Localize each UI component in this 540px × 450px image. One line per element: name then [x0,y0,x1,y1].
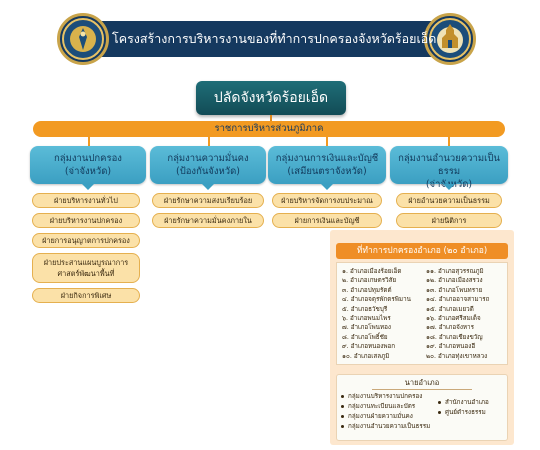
province-seal-logo-right [424,13,476,65]
district-item: ๒. อำเภอเกษตรวิสัย [342,277,397,285]
district-item: ๑๔. อำเภออาจสามารถ [426,296,490,304]
district-item: ๘. อำเภอโพธิ์ชัย [342,333,388,341]
unit-pill: ฝ่ายการเงินและบัญชี [272,213,382,228]
group-connector [88,137,90,146]
unit-pill: ฝ่ายประสานแผนบูรณาการศาสตร์พัฒนาพื้นที่ [32,253,140,283]
group-connector [208,137,210,146]
district-item: ๑๗. อำเภอจังหาร [426,324,474,332]
group-title: กลุ่มงานปกครอง [54,153,122,164]
bullet-icon [438,400,441,404]
district-item: ๓. อำเภอปทุมรัตต์ [342,286,392,294]
group-title: กลุ่มงานความมั่นคง [167,153,249,164]
group-box-administration: กลุ่มงานปกครอง (จ่าจังหวัด) [30,146,146,184]
district-item: ๑๙. อำเภอหนองฮี [426,343,476,351]
dopa-emblem-logo-left [57,13,109,65]
chief-box: ปลัดจังหวัดร้อยเอ็ด [196,81,346,115]
district-chief-box [336,374,508,441]
group-subtitle: (ป้องกันจังหวัด) [175,166,240,177]
group-subtitle: (จ่าจังหวัด) [64,166,112,177]
group-title: กลุ่มงานอำนวยความเป็นธรรม [398,153,500,177]
group-box-finance: กลุ่มงานการเงินและบัญชี (เสมียนตราจังหวั… [268,146,386,184]
district-item: ๒๐. อำเภอทุ่งเขาหลวง [426,352,488,360]
unit-pill: ฝ่ายบริหารจัดการงบประมาณ [272,193,382,208]
group-box-justice: กลุ่มงานอำนวยความเป็นธรรม (จ่าจังหวัด) [390,146,508,190]
group-pointer [321,184,333,190]
district-item: ๗. อำเภอโพนทอง [342,324,391,332]
district-item: ๑๕. อำเภอเมยวดี [426,305,474,313]
unit-pill: ฝ่ายรักษาความสงบเรียบร้อย [152,193,264,208]
unit-pill: ฝ่ายรักษาความมั่นคงภายใน [152,213,264,228]
district-list-right: ๑๑. อำเภอสุวรรณภูมิ ๑๒. อำเภอเมืองสรวง ๑… [426,267,506,361]
chief-unit-item: กลุ่มงานฝ่ายความมั่นคง [341,412,441,422]
district-item: ๑๐. อำเภอเสลภูมิ [342,352,390,360]
district-item: ๑๓. อำเภอโพนทราย [426,286,483,294]
group-title: กลุ่มงานการเงินและบัญชี [275,153,379,164]
district-item: ๑๘. อำเภอเชียงขวัญ [426,333,483,341]
header-banner [70,21,470,57]
chief-unit-item: กลุ่มงานอำนวยความเป็นธรรม [341,422,441,432]
group-subtitle: (เสมียนตราจังหวัด) [287,166,367,177]
district-item: ๙. อำเภอหนองพอก [342,343,396,351]
bullet-icon [341,424,344,428]
page-title: โครงสร้างการบริหารงานของที่ทำการปกครองจั… [112,31,437,46]
district-item: ๑๒. อำเภอเมืองสรวง [426,277,483,285]
bullet-icon [341,394,344,398]
district-panel-title: ที่ทำการปกครองอำเภอ (๒๐ อำเภอ) [336,243,508,259]
chief-unit-item: สำนักงานอำเภอ [438,398,506,408]
divider [372,389,472,390]
group-connector [326,137,328,146]
district-chief-title: นายอำเภอ [404,378,440,387]
chief-connector [270,115,272,121]
bullet-icon [341,404,344,408]
unit-pill: ฝ่ายอำนวยความเป็นธรรม [396,193,502,208]
chief-unit-item: กลุ่มงานทะเบียนและบัตร [341,402,441,412]
unit-pill: ฝ่ายกิจการพิเศษ [32,288,140,303]
group-pointer [202,184,214,190]
district-list-box: ๑. อำเภอเมืองร้อยเอ็ด ๒. อำเภอเกษตรวิสัย… [336,262,508,365]
district-chief-list-left: กลุ่มงานบริหารงานปกครอง กลุ่มงานทะเบียนแ… [341,392,441,432]
district-item: ๔. อำเภอจตุรพักตรพิมาน [342,296,411,304]
district-item: ๑๖. อำเภอศรีสมเด็จ [426,315,481,323]
group-pointer [443,184,455,190]
district-list-left: ๑. อำเภอเมืองร้อยเอ็ด ๒. อำเภอเกษตรวิสัย… [342,267,422,361]
unit-pill: ฝ่ายการอนุญาตการปกครอง [32,233,140,248]
unit-pill: ฝ่ายนิติการ [396,213,502,228]
bullet-icon [341,414,344,418]
bullet-icon [438,410,441,414]
regional-admin-bar: ราชการบริหารส่วนภูมิภาค [33,121,505,137]
group-connector [448,137,450,146]
unit-pill: ฝ่ายบริหารงานปกครอง [32,213,140,228]
unit-pill: ฝ่ายบริหารงานทั่วไป [32,193,140,208]
chief-unit-item: กลุ่มงานบริหารงานปกครอง [341,392,441,402]
district-item: ๑๑. อำเภอสุวรรณภูมิ [426,268,484,275]
district-item: ๕. อำเภอธวัชบุรี [342,305,388,313]
district-item: ๖. อำเภอพนมไพร [342,315,391,323]
district-chief-list-right: สำนักงานอำเภอ ศูนย์ดำรงธรรม [438,398,506,418]
district-item: ๑. อำเภอเมืองร้อยเอ็ด [342,268,402,275]
group-pointer [82,184,94,190]
group-box-security: กลุ่มงานความมั่นคง (ป้องกันจังหวัด) [150,146,266,184]
chief-unit-item: ศูนย์ดำรงธรรม [438,408,506,418]
